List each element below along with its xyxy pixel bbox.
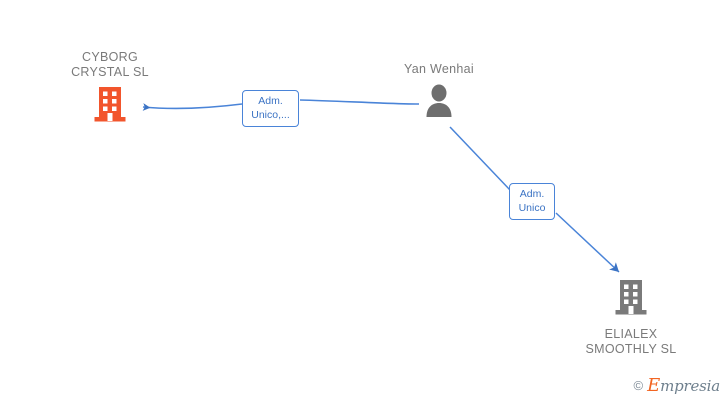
brand-initial: E [647,375,661,396]
brand-rest: mpresia [660,377,720,395]
copyright-symbol: © [633,378,644,393]
node-company-cyborg[interactable]: CYBORG CRYSTAL SL [25,50,195,130]
node-label-person: Yan Wenhai [404,62,474,76]
person-icon [423,83,455,122]
building-icon [614,278,648,323]
edge-label-adm-unico-cyborg[interactable]: Adm. Unico,... [242,90,299,127]
building-icon [93,85,127,130]
node-company-elialex[interactable]: ELIALEX SMOOTHLY SL [546,278,716,357]
watermark-empresia: © Empresia [633,375,721,396]
brand-logo-text: Empresia [647,375,720,396]
edge-person-to-cyborg-right [299,99,420,105]
node-label-cyborg: CYBORG CRYSTAL SL [71,50,149,79]
edge-person-to-elialex-lower [555,212,620,273]
node-label-elialex: ELIALEX SMOOTHLY SL [585,327,677,356]
edge-label-adm-unico-elialex[interactable]: Adm. Unico [509,183,555,220]
edge-person-to-cyborg-left [142,103,243,111]
node-person-yan-wenhai[interactable]: Yan Wenhai [354,62,524,122]
edge-person-to-elialex-upper [449,126,511,191]
